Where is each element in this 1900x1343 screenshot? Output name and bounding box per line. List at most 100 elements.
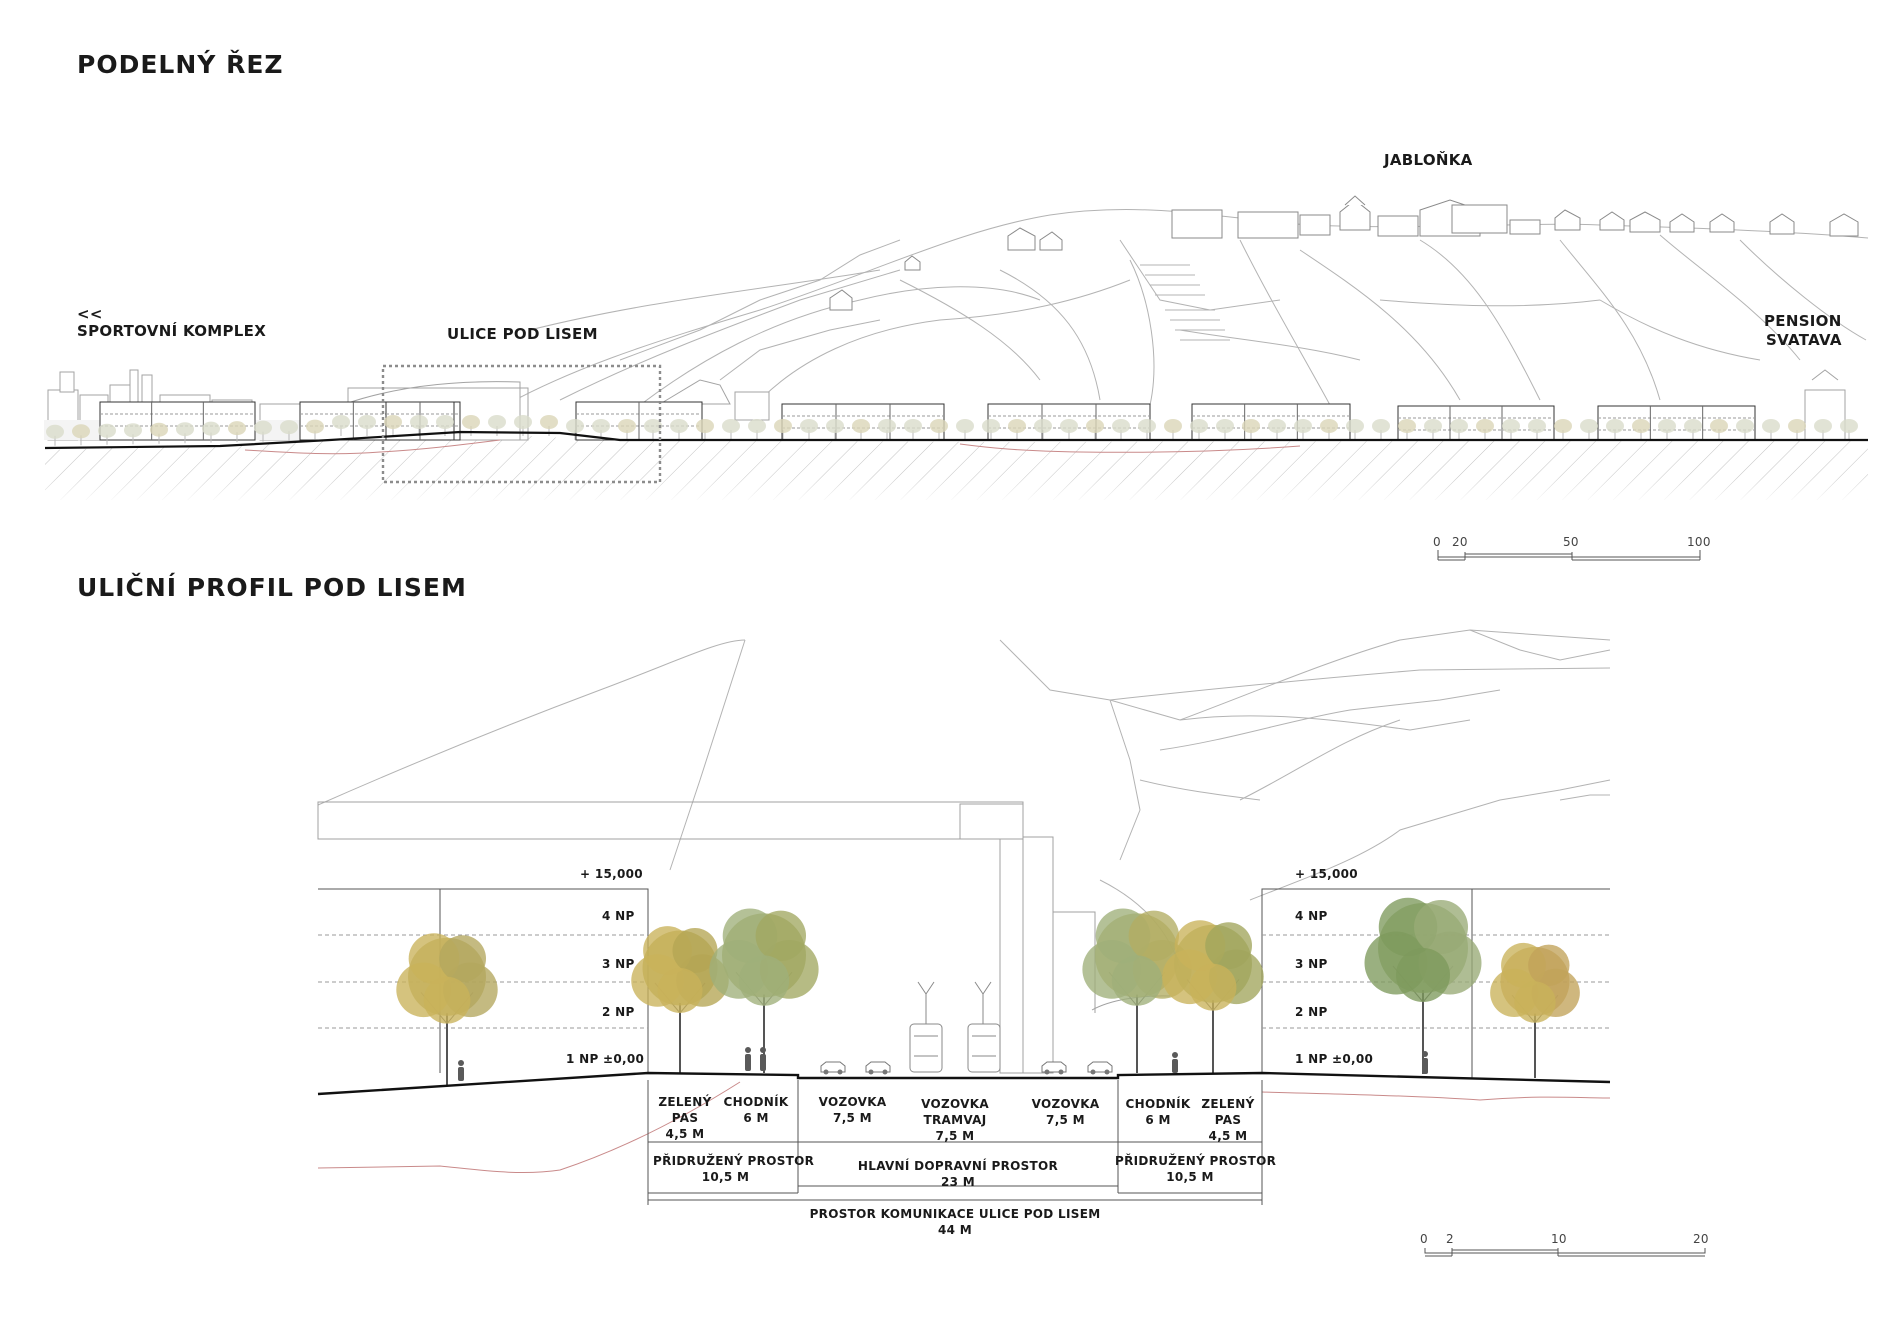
small-tree bbox=[254, 420, 272, 442]
small-tree bbox=[1528, 419, 1546, 440]
scale2-tick-10: 10 bbox=[1551, 1232, 1567, 1246]
tree bbox=[1364, 897, 1482, 1074]
small-tree bbox=[800, 419, 818, 440]
car bbox=[1041, 1061, 1067, 1075]
small-tree bbox=[1112, 419, 1130, 440]
car bbox=[1087, 1061, 1113, 1075]
small-tree bbox=[722, 419, 740, 440]
small-tree bbox=[1242, 419, 1260, 440]
pedestrian-4 bbox=[1172, 1052, 1178, 1073]
right-level-3np: 3 NP bbox=[1295, 957, 1328, 971]
left-level-2np: 2 NP bbox=[602, 1005, 635, 1019]
tree bbox=[1490, 942, 1580, 1078]
small-tree bbox=[124, 423, 142, 445]
street-ground-line bbox=[317, 1071, 1611, 1096]
section2-title: ULIČNÍ PROFIL POD LISEM bbox=[77, 573, 467, 602]
small-tree bbox=[176, 422, 194, 444]
car bbox=[820, 1061, 846, 1075]
scale1-tick-100: 100 bbox=[1687, 535, 1711, 549]
small-tree bbox=[1190, 419, 1208, 440]
small-tree bbox=[1216, 419, 1234, 440]
dimension-lines bbox=[647, 1080, 1263, 1205]
small-tree bbox=[878, 419, 896, 440]
small-tree bbox=[1554, 419, 1572, 440]
small-tree bbox=[1034, 419, 1052, 440]
small-tree bbox=[1424, 419, 1442, 440]
small-tree bbox=[1502, 419, 1520, 440]
right-level-top: + 15,000 bbox=[1295, 867, 1358, 881]
car bbox=[865, 1061, 891, 1075]
tram-line bbox=[909, 981, 1001, 1073]
label-arrows: << bbox=[77, 305, 103, 323]
small-tree bbox=[904, 419, 922, 440]
small-tree bbox=[1320, 419, 1338, 440]
label-sportovni-komplex: SPORTOVNÍ KOMPLEX bbox=[77, 322, 267, 340]
small-tree bbox=[1580, 419, 1598, 440]
small-tree bbox=[540, 415, 558, 436]
scale1-tick-20: 20 bbox=[1452, 535, 1468, 549]
small-tree bbox=[306, 419, 324, 441]
small-tree bbox=[150, 422, 168, 444]
small-tree bbox=[1814, 419, 1832, 440]
small-tree bbox=[1788, 419, 1806, 440]
label-ulice-pod-lisem: ULICE POD LISEM bbox=[447, 325, 598, 343]
small-tree bbox=[202, 421, 220, 443]
small-tree bbox=[1450, 419, 1468, 440]
street-trees-section2 bbox=[396, 897, 1580, 1086]
small-tree bbox=[956, 419, 974, 440]
small-tree bbox=[1372, 419, 1390, 440]
scale1-tick-0: 0 bbox=[1433, 535, 1441, 549]
small-tree bbox=[1762, 419, 1780, 440]
small-tree bbox=[1060, 419, 1078, 440]
small-tree bbox=[774, 419, 792, 440]
small-tree bbox=[488, 415, 506, 436]
small-tree bbox=[462, 415, 480, 436]
label-jablonka: JABLOŇKA bbox=[1384, 151, 1473, 169]
small-tree bbox=[1086, 419, 1104, 440]
scale-bar-section2 bbox=[1424, 1248, 1706, 1257]
small-tree bbox=[670, 419, 688, 440]
small-tree bbox=[982, 419, 1000, 440]
small-tree bbox=[1606, 419, 1624, 440]
small-tree bbox=[1476, 419, 1494, 440]
small-tree bbox=[358, 415, 376, 436]
small-tree bbox=[1398, 419, 1416, 440]
scale2-tick-0: 0 bbox=[1420, 1232, 1428, 1246]
utility-line-red bbox=[244, 439, 1301, 455]
street-block bbox=[1397, 405, 1555, 441]
pedestrian-3 bbox=[760, 1047, 766, 1071]
small-tree bbox=[1164, 419, 1182, 440]
pedestrians bbox=[458, 1047, 1428, 1081]
scale2-tick-20: 20 bbox=[1693, 1232, 1709, 1246]
right-level-1np: 1 NP ±0,00 bbox=[1295, 1052, 1374, 1066]
small-tree bbox=[1138, 419, 1156, 440]
small-tree bbox=[1346, 419, 1364, 440]
small-tree bbox=[384, 415, 402, 436]
small-tree bbox=[618, 419, 636, 440]
scale1-tick-50: 50 bbox=[1563, 535, 1579, 549]
label-pension: PENSION bbox=[1764, 312, 1842, 330]
small-tree bbox=[1268, 419, 1286, 440]
pedestrian-2 bbox=[745, 1047, 751, 1071]
small-tree bbox=[1736, 419, 1754, 440]
small-tree bbox=[930, 419, 948, 440]
section1-title: PODELNÝ ŘEZ bbox=[77, 50, 284, 79]
right-level-2np: 2 NP bbox=[1295, 1005, 1328, 1019]
profile-utility-red bbox=[317, 1081, 1611, 1174]
small-tree bbox=[644, 419, 662, 440]
tree bbox=[1082, 908, 1192, 1073]
small-tree bbox=[1294, 419, 1312, 440]
tree bbox=[709, 908, 819, 1073]
small-tree bbox=[1840, 419, 1858, 440]
small-tree bbox=[1684, 419, 1702, 440]
